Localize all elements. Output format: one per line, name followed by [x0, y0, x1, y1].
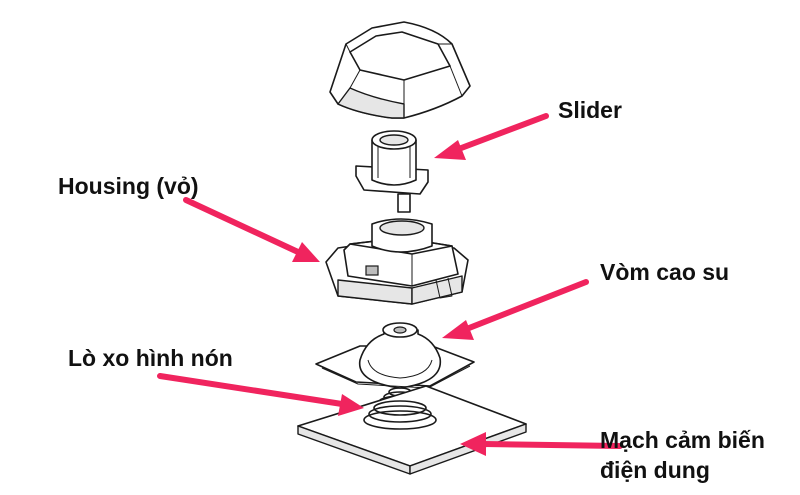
label-pcb-line1: Mạch cảm biến [600, 427, 765, 453]
label-housing: Housing (vỏ) [58, 173, 199, 199]
arrow-pcb [460, 432, 623, 456]
arrow-housing [183, 197, 320, 262]
arrow-dome [442, 279, 589, 340]
rubber-dome [315, 322, 475, 389]
label-conical-spring: Lò xo hình nón [68, 345, 233, 371]
label-pcb-line2: điện dung [600, 457, 710, 483]
pcb-plate [297, 385, 527, 475]
label-slider: Slider [558, 97, 622, 123]
housing [325, 218, 469, 305]
conical-spring-front [363, 400, 437, 430]
label-rubber-dome: Vòm cao su [600, 259, 730, 285]
keycap [329, 21, 471, 119]
arrow-slider [434, 113, 549, 160]
arrow-spring [157, 373, 364, 416]
slider-stem [355, 130, 429, 213]
